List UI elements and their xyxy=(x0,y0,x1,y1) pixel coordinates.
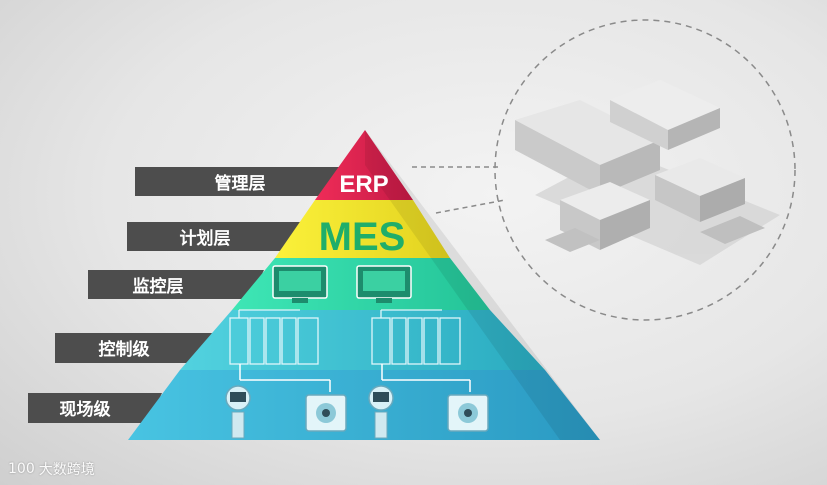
leader-line-bottom xyxy=(435,199,506,214)
field-wiring xyxy=(239,364,471,392)
field-instrument-icon xyxy=(225,385,251,439)
tab-label-planning: 计划层 xyxy=(180,228,231,249)
plc-cabinet-icon xyxy=(229,309,319,365)
pyramid-layer-erp xyxy=(315,130,413,200)
watermark-text: 大数跨境 xyxy=(38,462,95,478)
monitor-icon xyxy=(356,265,412,303)
pyramid-layer-control xyxy=(180,310,545,370)
monitor-icon xyxy=(272,265,328,303)
tab-bg-management xyxy=(135,167,340,196)
tab-label-management: 管理层 xyxy=(215,173,266,194)
motor-icon xyxy=(305,394,347,432)
tab-bg-field xyxy=(28,393,162,423)
motor-icon xyxy=(447,394,489,432)
tab-label-control: 控制级 xyxy=(99,339,150,360)
factory-zoom-circle xyxy=(494,19,796,321)
tab-label-field: 现场级 xyxy=(60,399,111,420)
tab-bg-planning xyxy=(127,222,318,251)
tab-label-monitoring: 监控层 xyxy=(133,276,184,297)
factory-illustration xyxy=(515,80,780,265)
pyramid-label-mes: MES xyxy=(319,215,406,259)
tab-bg-control xyxy=(55,333,212,363)
pyramid-layer-mes xyxy=(275,200,450,258)
pyramid-right-face xyxy=(365,130,600,440)
tab-bg-monitoring xyxy=(88,270,264,299)
watermark: 100 大数跨境 xyxy=(8,458,95,480)
watermark-logo: 100 xyxy=(8,461,35,477)
plc-cabinet-icon xyxy=(371,309,461,365)
pyramid-label-erp: ERP xyxy=(339,171,388,198)
field-instrument-icon xyxy=(368,385,394,439)
